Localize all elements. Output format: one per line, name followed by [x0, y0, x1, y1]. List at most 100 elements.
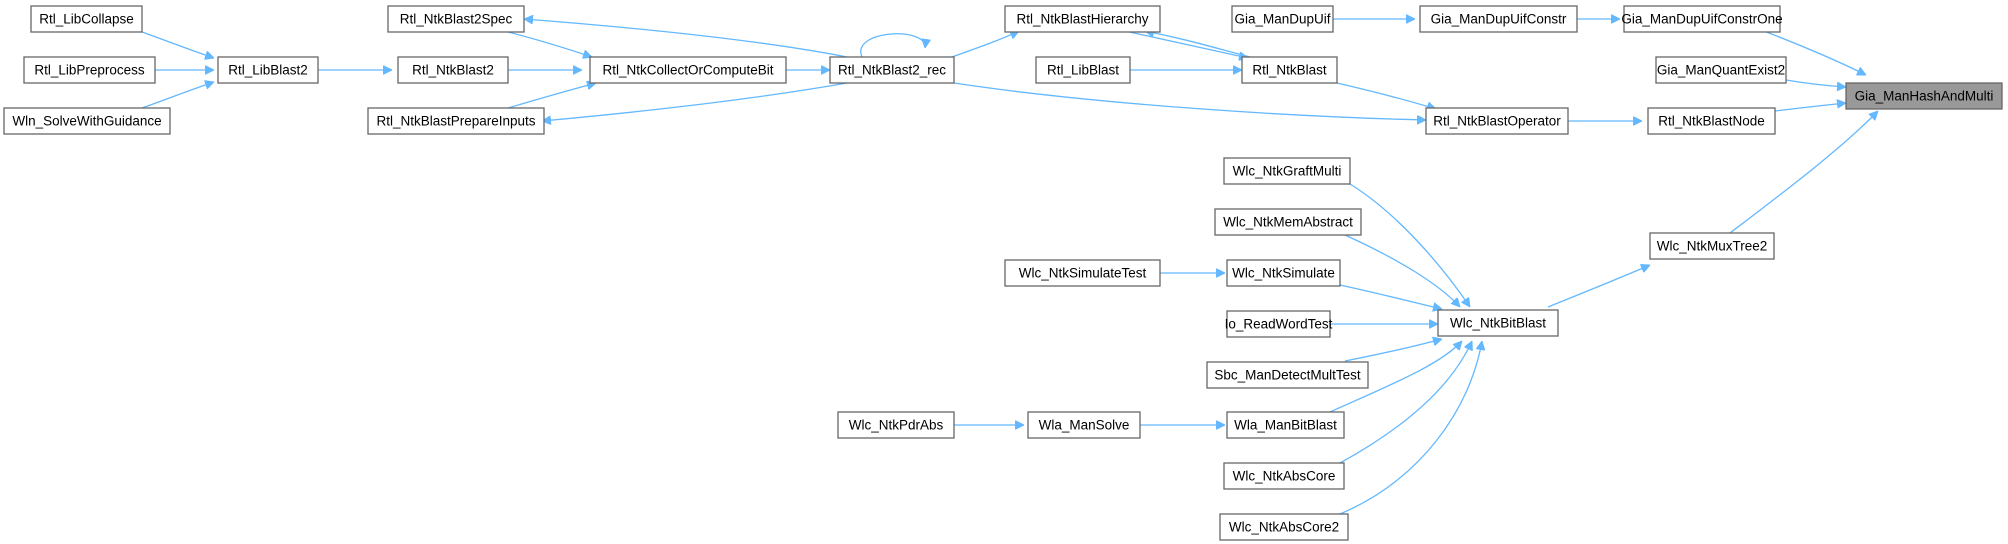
node-box [1623, 5, 1781, 33]
node-box [23, 56, 156, 84]
node-box [1035, 56, 1131, 84]
node-box [367, 107, 545, 135]
node-label: Gia_ManDupUifConstrOne [1621, 12, 1782, 27]
edge-ntkblast2rec-to-blast2spec [524, 19, 848, 58]
node-box [589, 56, 787, 84]
node-box [1226, 310, 1331, 338]
node-wlc-ntkmuxtree2[interactable]: Wlc_NtkMuxTree2 [1649, 232, 1775, 260]
node-wlc-ntksimulate[interactable]: Wlc_NtkSimulate [1226, 259, 1341, 287]
node-label: Rtl_NtkBlast2Spec [400, 12, 513, 27]
node-label: Gia_ManQuantExist2 [1657, 63, 1785, 78]
node-gia-mandupuif[interactable]: Gia_ManDupUif [1231, 5, 1334, 33]
node-sbc-mandetectmulttest[interactable]: Sbc_ManDetectMultTest [1206, 361, 1369, 389]
node-box [1027, 411, 1141, 439]
node-rtl-ntkblastnode[interactable]: Rtl_NtkBlastNode [1647, 107, 1776, 135]
node-box [1655, 56, 1787, 84]
edge-ntkblast-to-blastoperator [1336, 82, 1436, 109]
edge-solvewithguidance-to-libblast2 [141, 82, 214, 109]
edge-abscore2-to-bitblast [1339, 341, 1482, 515]
node-label: Gia_ManDupUif [1234, 12, 1330, 27]
node-wla-manbitblast[interactable]: Wla_ManBitBlast [1226, 411, 1345, 439]
nodes: Gia_ManHashAndMulti Gia_ManQuantExist2 Gia… [3, 5, 2003, 541]
node-label: Wlc_NtkSimulateTest [1019, 266, 1147, 281]
node-box [1004, 5, 1161, 33]
node-box [1649, 232, 1775, 260]
node-label: Rtl_NtkBlastOperator [1433, 114, 1561, 129]
edge-manbitblast-to-bitblast [1329, 341, 1462, 413]
node-box [1231, 5, 1334, 33]
node-rtl-libcollapse[interactable]: Rtl_LibCollapse [30, 5, 143, 33]
node-rtl-ntkblast2[interactable]: Rtl_NtkBlast2 [397, 56, 509, 84]
node-rtl-libblast2[interactable]: Rtl_LibBlast2 [217, 56, 319, 84]
edge-ntksimulate-to-bitblast [1339, 284, 1442, 309]
node-wla-mansolve[interactable]: Wla_ManSolve [1027, 411, 1141, 439]
edge-memabstract-to-bitblast [1344, 234, 1460, 307]
edges [141, 19, 1878, 515]
node-box [1214, 208, 1362, 236]
node-rtl-ntkblastoperator[interactable]: Rtl_NtkBlastOperator [1425, 107, 1569, 135]
node-rtl-libblast[interactable]: Rtl_LibBlast [1035, 56, 1131, 84]
node-label: Rtl_NtkBlast [1252, 63, 1327, 78]
node-label: Wlc_NtkAbsCore [1233, 469, 1336, 484]
node-box [1437, 309, 1559, 337]
node-box [217, 56, 319, 84]
node-gia-manquantexist2[interactable]: Gia_ManQuantExist2 [1655, 56, 1787, 84]
node-wlc-ntkabscore2[interactable]: Wlc_NtkAbsCore2 [1219, 513, 1349, 541]
edge-ntkblast2rec-self [860, 33, 925, 58]
node-rtl-ntkblast2spec[interactable]: Rtl_NtkBlast2Spec [387, 5, 525, 33]
node-rtl-ntkblastprepareinputs[interactable]: Rtl_NtkBlastPrepareInputs [367, 107, 545, 135]
node-wln-solvewithguidance[interactable]: Wln_SolveWithGuidance [3, 107, 171, 135]
node-box [1425, 107, 1569, 135]
edge-ntkblast2rec-to-prepareinputs [542, 82, 848, 121]
node-gia-mandupuifconstr[interactable]: Gia_ManDupUifConstr [1419, 5, 1578, 33]
node-box [1845, 82, 2003, 110]
node-wlc-ntkgraftmulti[interactable]: Wlc_NtkGraftMulti [1223, 157, 1351, 185]
node-wlc-ntkbitblast[interactable]: Wlc_NtkBitBlast [1437, 309, 1559, 337]
edge-bitblast-to-muxtree2 [1547, 265, 1650, 308]
edge-detectmulttest-to-bitblast [1344, 339, 1442, 362]
node-label: Rtl_NtkBlast2_rec [838, 63, 946, 78]
node-label: Rtl_NtkCollectOrComputeBit [602, 63, 773, 78]
node-label: Rtl_LibCollapse [39, 12, 134, 27]
edge-ntkblast2rec-to-blasthierarchy [951, 31, 1019, 58]
node-label: Rtl_NtkBlast2 [412, 63, 494, 78]
node-rtl-ntkblast[interactable]: Rtl_NtkBlast [1241, 56, 1338, 84]
node-label: Wlc_NtkMemAbstract [1223, 215, 1353, 230]
node-wlc-ntkmemabstract[interactable]: Wlc_NtkMemAbstract [1214, 208, 1362, 236]
node-label: Rtl_NtkBlastHierarchy [1016, 12, 1148, 27]
node-label: Rtl_LibBlast2 [228, 63, 308, 78]
node-rtl-libpreprocess[interactable]: Rtl_LibPreprocess [23, 56, 156, 84]
node-io-readwordtest[interactable]: Io_ReadWordTest [1225, 310, 1333, 338]
node-gia-mandupuifconstrone[interactable]: Gia_ManDupUifConstrOne [1621, 5, 1783, 33]
node-wlc-ntksimulatetest[interactable]: Wlc_NtkSimulateTest [1004, 259, 1161, 287]
node-rtl-ntkblasthierarchy[interactable]: Rtl_NtkBlastHierarchy [1004, 5, 1161, 33]
node-rtl-ntkblast2-rec[interactable]: Rtl_NtkBlast2_rec [829, 56, 955, 84]
node-box [387, 5, 525, 33]
node-label: Wlc_NtkPdrAbs [849, 418, 944, 433]
edge-muxtree2-to-root [1729, 111, 1878, 234]
node-box [1219, 513, 1349, 541]
node-box [1226, 411, 1345, 439]
node-box [829, 56, 955, 84]
node-box [1223, 157, 1351, 185]
node-box [1241, 56, 1338, 84]
node-label: Gia_ManDupUifConstr [1431, 12, 1567, 27]
node-rtl-ntkcollectorcomputebit[interactable]: Rtl_NtkCollectOrComputeBit [589, 56, 787, 84]
node-gia-manhashandmulti[interactable]: Gia_ManHashAndMulti [1845, 82, 2003, 110]
node-wlc-ntkabscore[interactable]: Wlc_NtkAbsCore [1223, 462, 1345, 490]
edge-ntkblast-to-blasthierarchy [1145, 31, 1251, 58]
edge-abscore-to-bitblast [1339, 341, 1472, 464]
node-box [30, 5, 143, 33]
node-box [837, 411, 955, 439]
node-label: Wln_SolveWithGuidance [12, 114, 161, 129]
node-box [3, 107, 171, 135]
edge-graftmulti-to-bitblast [1349, 183, 1470, 307]
edge-ntkblastnode-to-root [1774, 103, 1846, 112]
node-label: Io_ReadWordTest [1225, 317, 1333, 332]
node-wlc-ntkpdrabs[interactable]: Wlc_NtkPdrAbs [837, 411, 955, 439]
node-box [1419, 5, 1578, 33]
node-label: Sbc_ManDetectMultTest [1214, 368, 1361, 383]
node-label: Wla_ManSolve [1039, 418, 1130, 433]
node-label: Wlc_NtkBitBlast [1450, 316, 1546, 331]
